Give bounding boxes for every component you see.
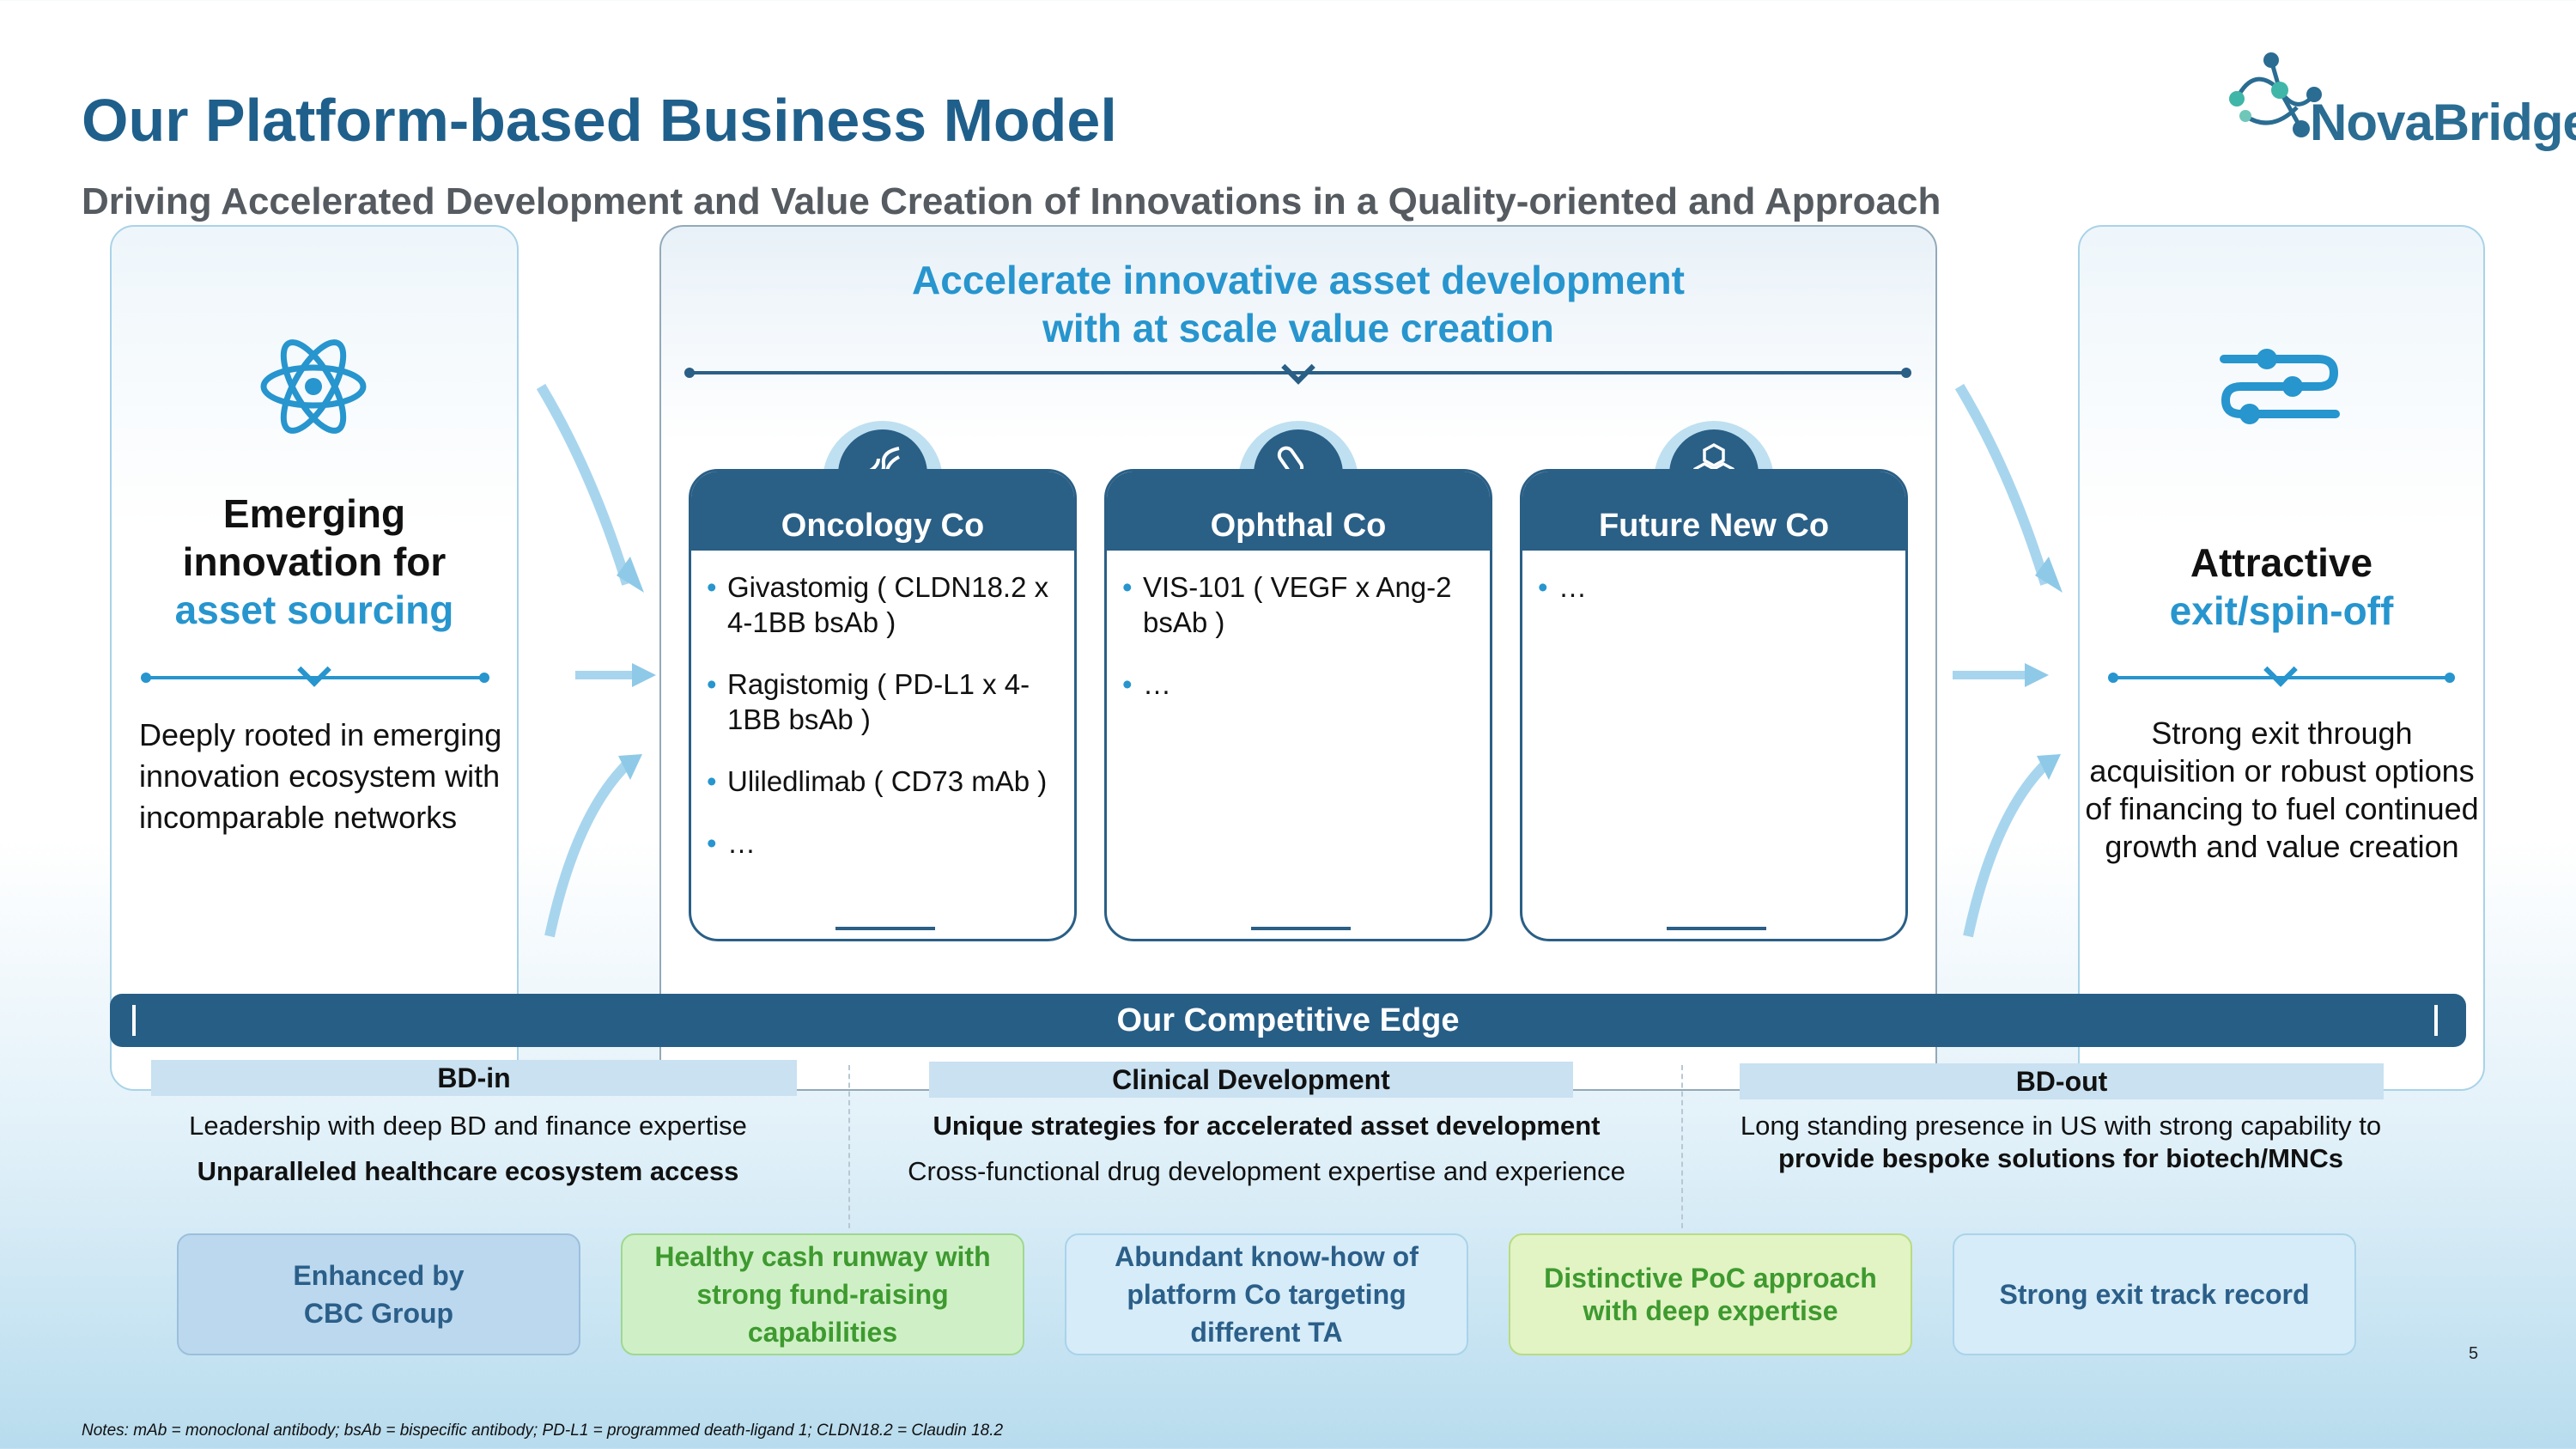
- left-panel-title: Emerging innovation for asset sourcing: [110, 490, 519, 634]
- mid-heading-line2: with at scale value creation: [1042, 306, 1554, 350]
- right-title-line1: Attractive: [2190, 540, 2373, 585]
- list-item: •…: [707, 827, 756, 859]
- left-panel-description: Deeply rooted in emerging innovation eco…: [139, 717, 502, 835]
- card-title: Ophthal Co: [1107, 472, 1490, 551]
- card-title: Future New Co: [1522, 472, 1905, 551]
- clinical-line2: Cross-functional drug development expert…: [908, 1156, 1625, 1186]
- company-card-ophthal: Ophthal Co •VIS-101 ( VEGF x Ang-2 bsAb …: [1104, 469, 1492, 941]
- divider-dot: [2445, 673, 2455, 683]
- divider-dot: [1901, 368, 1911, 378]
- card-list: •Givastomig ( CLDN18.2 x 4-1BB bsAb ) •R…: [691, 551, 1074, 861]
- company-card-oncology: Oncology Co •Givastomig ( CLDN18.2 x 4-1…: [689, 469, 1077, 941]
- right-panel-title: Attractive exit/spin-off: [2078, 539, 2485, 635]
- section-separator: [848, 1065, 850, 1228]
- flow-arrows-icon: [536, 383, 656, 938]
- right-panel: [2078, 225, 2485, 1091]
- strength-box: Strong exit track record: [1953, 1233, 2356, 1355]
- atom-icon: [260, 339, 367, 434]
- section-heading-bd-in: BD-in: [151, 1060, 797, 1096]
- bd-in-line2: Unparalleled healthcare ecosystem access: [197, 1156, 739, 1186]
- list-item: •Ragistomig ( PD-L1 x 4-1BB bsAb ): [707, 668, 1030, 735]
- card-footer-line: [1251, 927, 1351, 930]
- left-divider: [146, 676, 484, 679]
- list-item: •…: [1538, 571, 1587, 603]
- middle-panel-heading: Accelerate innovative asset development …: [659, 256, 1937, 352]
- right-divider: [2113, 676, 2450, 679]
- page-subtitle: Driving Accelerated Development and Valu…: [82, 180, 1941, 222]
- middle-divider: [690, 371, 1907, 374]
- left-title-highlight: asset sourcing: [174, 588, 454, 632]
- card-list: •VIS-101 ( VEGF x Ang-2 bsAb ) •…: [1107, 551, 1490, 702]
- mid-heading-line1: Accelerate innovative asset development: [912, 258, 1685, 302]
- footnote: Notes: mAb = monoclonal antibody; bsAb =…: [82, 1422, 1004, 1440]
- card-title: Oncology Co: [691, 472, 1074, 551]
- section-heading-clinical: Clinical Development: [929, 1062, 1573, 1098]
- list-item: •VIS-101 ( VEGF x Ang-2 bsAb ): [1122, 571, 1452, 638]
- bd-out-line2: provide bespoke solutions for biotech/MN…: [1778, 1143, 2343, 1173]
- novabridge-logo-icon: [2229, 52, 2322, 137]
- page-number: 5: [2469, 1344, 2479, 1363]
- company-card-future: Future New Co •…: [1520, 469, 1908, 941]
- competitive-edge-bar: Our Competitive Edge: [110, 994, 2466, 1047]
- flow-arrows-icon: [1953, 383, 2063, 938]
- right-panel-description: Strong exit through acquisition or robus…: [2085, 715, 2479, 864]
- list-item: •Givastomig ( CLDN18.2 x 4-1BB bsAb ): [707, 571, 1049, 638]
- settings-lines-icon: [2220, 349, 2340, 424]
- list-item: •Uliledlimab ( CD73 mAb ): [707, 765, 1048, 797]
- logo-text: NovaBridge: [2310, 94, 2576, 151]
- left-title-line1: Emerging: [222, 491, 406, 536]
- section-heading-bd-out: BD-out: [1740, 1063, 2384, 1099]
- left-title-line2: innovation for: [182, 539, 447, 584]
- edge-bar-tick: [132, 1005, 136, 1036]
- card-footer-line: [835, 927, 935, 930]
- list-item: •…: [1122, 668, 1171, 700]
- page-title: Our Platform-based Business Model: [82, 87, 1117, 154]
- divider-dot: [479, 673, 489, 683]
- edge-bar-tick: [2434, 1005, 2438, 1036]
- clinical-line1: Unique strategies for accelerated asset …: [933, 1111, 1601, 1141]
- bd-in-line1: Leadership with deep BD and finance expe…: [189, 1111, 747, 1141]
- bd-out-line1: Long standing presence in US with strong…: [1740, 1111, 2382, 1141]
- card-footer-line: [1667, 927, 1766, 930]
- right-title-highlight: exit/spin-off: [2169, 588, 2394, 633]
- section-separator: [1681, 1065, 1683, 1228]
- card-list: •…: [1522, 551, 1905, 605]
